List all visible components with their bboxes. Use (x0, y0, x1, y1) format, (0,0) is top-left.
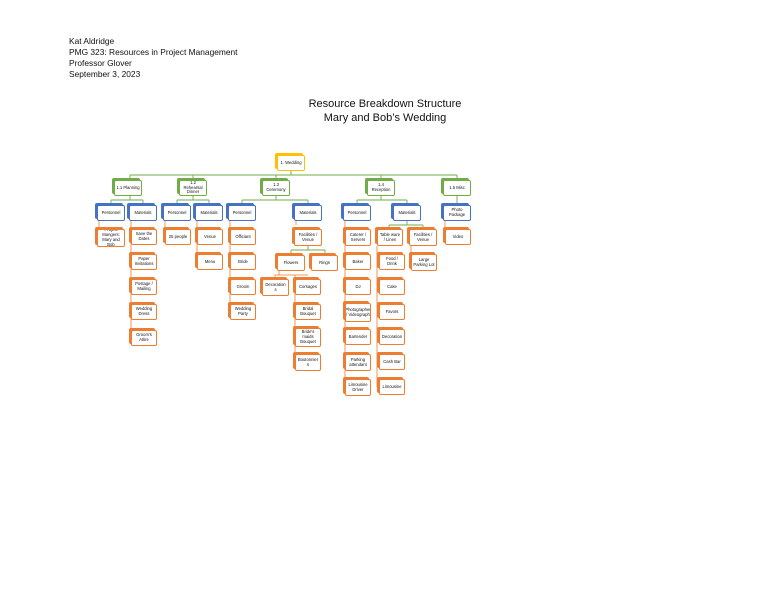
leaf-reception-facilities: Facilities / Venue (409, 229, 437, 246)
wbs-ceremony-node: 1.3 Ceremony (262, 180, 290, 196)
leaf-postage-mailing: Postage / Mailing (131, 279, 157, 295)
title-line-2: Mary and Bob’s Wedding (323, 112, 447, 124)
wbs-misc-node: 1.5 Misc (443, 180, 471, 196)
leaf-officiant: Officiant (230, 229, 256, 245)
professor-name: Professor Glover (69, 58, 132, 68)
leaf-cash-bar: Cash Bar (379, 354, 405, 370)
leaf-bridesmaids-bouquet: Bride's maids Bouquet (295, 328, 321, 347)
rehearsal-materials-node: Materials (195, 205, 223, 221)
planning-materials-node: Materials (129, 205, 157, 221)
leaf-flowers: Flowers (277, 255, 305, 271)
leaf-groom: Groom (230, 279, 256, 295)
leaf-limousine: Limousine (379, 379, 405, 395)
leaf-video: Video (445, 229, 471, 245)
leaf-photographer-videographer: Photographer / Videograph (345, 303, 371, 322)
leaf-large-parking-lot: Large Parking Lot (411, 254, 437, 271)
leaf-bridal-bouquet: Bridal Bouquet (295, 304, 321, 320)
leaf-food-drink: Food / Drink (379, 254, 405, 270)
leaf-save-the-dates: Save the Dates (131, 229, 157, 245)
reception-materials-node: Materials (393, 205, 421, 221)
leaf-25-people: 25 people (165, 229, 191, 245)
leaf-baker: Baker (345, 254, 371, 270)
leaf-dj: DJ (345, 279, 371, 295)
reception-personnel-node: Personnel (343, 205, 371, 221)
leaf-grooms-attire: Groom's Attire (131, 330, 157, 346)
leaf-project-managers: Project Mangers: Mary and Bob (97, 229, 125, 247)
course-name: PMG 323: Resources in Project Management (69, 47, 238, 57)
document-header: Kat Aldridge PMG 323: Resources in Proje… (69, 36, 238, 80)
misc-photo-package-node: Photo Package (443, 205, 471, 221)
leaf-corsages: Corsages (295, 279, 321, 295)
leaf-paper-invitations: Paper Invitations (131, 254, 157, 270)
wbs-root-node: 1. Wedding (277, 155, 305, 171)
ceremony-materials-node: Materials (294, 205, 322, 221)
planning-personnel-node: Personnel (97, 205, 125, 221)
leaf-bride: Bride (230, 254, 256, 270)
leaf-rings: Rings (311, 255, 338, 271)
leaf-caterer-servers: Caterer / Servers (345, 229, 371, 246)
wbs-reception-node: 1.4 Reception (367, 180, 395, 196)
page-title: Resource Breakdown Structure Mary and Bo… (0, 97, 768, 125)
leaf-favors: Favors (379, 304, 405, 320)
leaf-cake: Cake (379, 279, 405, 295)
leaf-wedding-party: Wedding Party (230, 304, 256, 320)
leaf-limousine-driver: Limousine Driver (345, 379, 371, 396)
leaf-ceremony-facilities: Facilities / Venue (294, 229, 322, 246)
wbs-rehearsal-node: 1.2 Rehearsal Dinner (179, 180, 207, 196)
author-name: Kat Aldridge (69, 36, 115, 46)
rehearsal-personnel-node: Personnel (163, 205, 191, 221)
leaf-menu: Menu (197, 254, 223, 270)
leaf-decorations: Decoration s (262, 279, 289, 296)
title-line-1: Resource Breakdown Structure (308, 98, 462, 110)
leaf-decoration: Decoration (379, 329, 405, 345)
leaf-wedding-dress: Wedding Dress (131, 304, 157, 320)
ceremony-personnel-node: Personnel (228, 205, 256, 221)
document-date: September 3, 2023 (69, 69, 141, 79)
leaf-parking-attendant: Parking attendant (345, 354, 371, 371)
leaf-bartender: Bartender (345, 329, 371, 345)
wbs-planning-node: 1.1 Planning (114, 180, 142, 196)
leaf-venue: Venue (197, 229, 223, 245)
leaf-boutonnieres: Boutonnier s (295, 354, 321, 371)
leaf-tableware-linen: Table ware / Linen (377, 229, 403, 246)
